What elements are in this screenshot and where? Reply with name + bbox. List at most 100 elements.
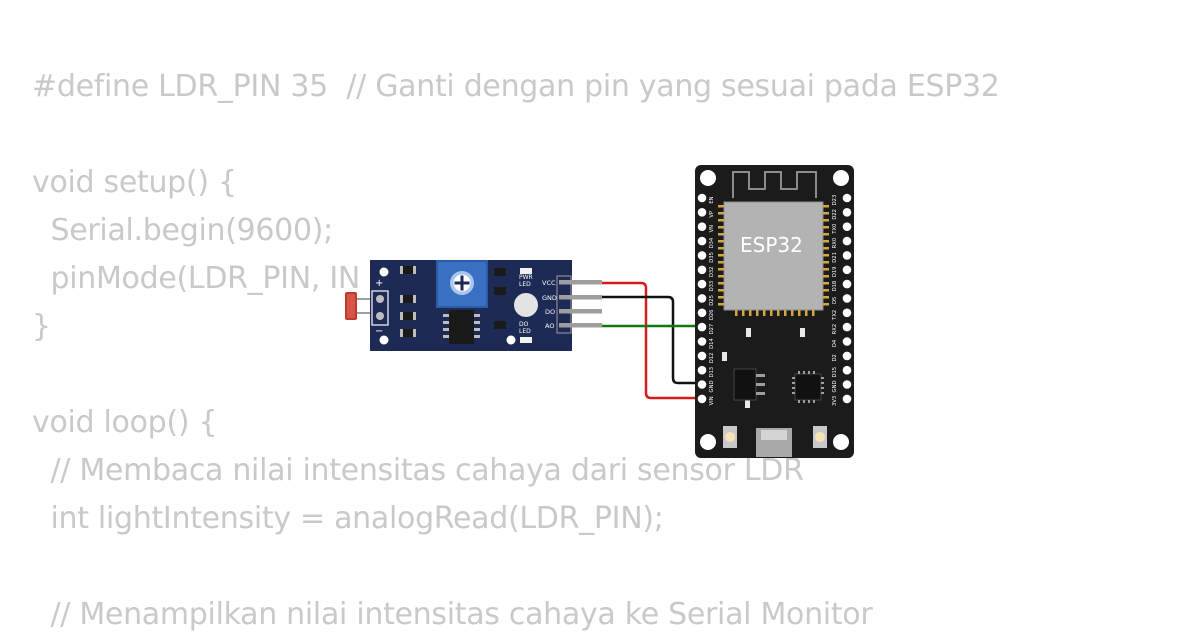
esp32-pin-right-d5[interactable] bbox=[842, 294, 852, 303]
esp32-pin-right-rx0[interactable] bbox=[842, 236, 852, 246]
esp32-pin-left-d33[interactable] bbox=[697, 279, 707, 289]
ldr-terminal bbox=[371, 290, 389, 326]
esp32-pin-label-gnd: GND bbox=[832, 381, 838, 393]
esp32-pin-left-d27[interactable] bbox=[697, 322, 707, 332]
esp32-pin-left-d32[interactable] bbox=[697, 265, 707, 275]
pin-label-do: DO bbox=[545, 308, 555, 316]
esp32-pin-right-d19[interactable] bbox=[842, 265, 852, 275]
esp32-pin-label-d27: D27 bbox=[709, 324, 715, 335]
esp32-pin-left-en[interactable] bbox=[697, 193, 707, 203]
esp32-pin-label-rx0: RX0 bbox=[832, 238, 838, 248]
plus-label: + bbox=[375, 278, 383, 289]
esp32-pin-label-d4: D4 bbox=[832, 339, 838, 347]
esp32-pin-left-d35[interactable] bbox=[697, 251, 707, 260]
esp32-pin-left-vp[interactable] bbox=[697, 208, 707, 217]
pin-label-ao: AO bbox=[545, 322, 554, 330]
comparator-ic bbox=[449, 310, 474, 344]
esp32-pin-label-d18: D18 bbox=[832, 281, 838, 292]
usb-uart-chip bbox=[794, 373, 822, 401]
esp32-pin-right-rx2[interactable] bbox=[842, 322, 852, 332]
code-line-loop: void loop() { bbox=[32, 405, 218, 440]
esp32-pin-label-d2: D2 bbox=[832, 354, 838, 361]
esp32-pin-right-d21[interactable] bbox=[842, 251, 852, 260]
en-button[interactable] bbox=[723, 426, 737, 448]
wire-gnd[interactable] bbox=[602, 295, 700, 385]
esp32-pin-label-vin: VIN bbox=[709, 396, 715, 405]
esp32-pin-label-d34: D34 bbox=[709, 237, 715, 248]
esp32-pin-label-d21: D21 bbox=[832, 252, 838, 263]
esp32-module bbox=[724, 202, 823, 310]
code-line-close-brace: } bbox=[32, 309, 51, 344]
ldr-sensor-module[interactable]: + − PWR L bbox=[345, 260, 602, 351]
esp32-pin-label-d25: D25 bbox=[709, 295, 715, 306]
esp32-pin-left-gnd[interactable] bbox=[697, 380, 707, 389]
esp32-pin-right-tx0[interactable] bbox=[842, 222, 852, 231]
wire-vcc[interactable] bbox=[602, 281, 700, 400]
esp32-right-pin-holes[interactable] bbox=[842, 193, 852, 404]
esp32-pin-label-3v3: 3V3 bbox=[832, 396, 838, 406]
esp32-pin-label-rx2: RX2 bbox=[832, 324, 838, 334]
esp32-pin-label-d15: D15 bbox=[832, 367, 838, 378]
esp32-pin-label-d32: D32 bbox=[709, 266, 715, 277]
esp32-chip-label: ESP32 bbox=[740, 233, 803, 257]
esp32-pin-left-vn[interactable] bbox=[697, 222, 707, 231]
pwr-led-label-2: LED bbox=[519, 281, 531, 288]
esp32-pin-right-d23[interactable] bbox=[842, 193, 852, 203]
boot-button[interactable] bbox=[813, 426, 827, 448]
esp32-pin-label-tx2: TX2 bbox=[832, 310, 838, 321]
esp32-pin-right-d15[interactable] bbox=[842, 365, 852, 375]
esp32-pin-label-d33: D33 bbox=[709, 281, 715, 292]
code-line-comment-print: // Menampilkan nilai intensitas cahaya k… bbox=[32, 597, 873, 632]
esp32-pin-label-d12: D12 bbox=[709, 353, 715, 364]
esp32-pin-left-d25[interactable] bbox=[697, 294, 707, 303]
esp32-left-pin-holes[interactable] bbox=[697, 193, 707, 404]
do-led-label-2: LED bbox=[519, 328, 531, 335]
esp32-pin-label-en: EN bbox=[709, 196, 715, 203]
esp32-pin-right-tx2[interactable] bbox=[842, 308, 852, 318]
esp32-pin-label-d19: D19 bbox=[832, 266, 838, 277]
esp32-pin-left-d14[interactable] bbox=[697, 337, 707, 346]
code-line-setup: void setup() { bbox=[32, 165, 237, 200]
esp32-pin-right-d22[interactable] bbox=[842, 208, 852, 217]
pin-label-gnd: GND bbox=[542, 294, 557, 302]
esp32-pin-left-d13[interactable] bbox=[697, 365, 707, 375]
code-line-analogread: int lightIntensity = analogRead(LDR_PIN)… bbox=[32, 501, 664, 536]
esp32-pin-left-d34[interactable] bbox=[697, 236, 707, 246]
esp32-pin-label-d5: D5 bbox=[832, 297, 838, 304]
esp32-left-pin-labels: ENVPVND34D35D32D33D25D26D27D14D12D13GNDV… bbox=[709, 196, 715, 405]
pwr-led bbox=[520, 268, 532, 274]
pin-label-vcc: VCC bbox=[542, 279, 556, 287]
esp32-board[interactable]: ESP32 bbox=[695, 165, 854, 458]
code-line-define: #define LDR_PIN 35 // Ganti dengan pin y… bbox=[32, 69, 1000, 104]
esp32-pin-left-d26[interactable] bbox=[697, 308, 707, 318]
esp32-pin-label-d23: D23 bbox=[832, 195, 838, 206]
pin-header bbox=[556, 275, 572, 334]
code-line-serial-begin: Serial.begin(9600); bbox=[32, 213, 333, 248]
esp32-pin-right-3v3[interactable] bbox=[842, 394, 852, 404]
esp32-pin-left-d12[interactable] bbox=[697, 351, 707, 361]
minus-label: − bbox=[375, 326, 383, 337]
esp32-pin-right-d2[interactable] bbox=[842, 351, 852, 361]
esp32-pin-right-gnd[interactable] bbox=[842, 380, 852, 389]
do-led bbox=[520, 337, 532, 343]
capacitor bbox=[514, 293, 538, 317]
esp32-pin-label-gnd: GND bbox=[709, 381, 715, 393]
esp32-pin-label-d26: D26 bbox=[709, 309, 715, 320]
esp32-pin-label-vn: VN bbox=[709, 225, 715, 233]
pwr-led-label-1: PWR bbox=[519, 274, 533, 281]
code-line-pinmode: pinMode(LDR_PIN, IN bbox=[32, 261, 361, 296]
esp32-pin-label-d22: D22 bbox=[832, 209, 838, 220]
esp32-pin-right-d4[interactable] bbox=[842, 337, 852, 346]
esp32-pin-left-vin[interactable] bbox=[697, 394, 707, 404]
esp32-pin-label-d35: D35 bbox=[709, 252, 715, 263]
esp32-pin-right-d18[interactable] bbox=[842, 279, 852, 289]
esp32-pin-label-d14: D14 bbox=[709, 338, 715, 349]
esp32-pin-label-tx0: TX0 bbox=[832, 224, 838, 235]
code-line-comment-read: // Membaca nilai intensitas cahaya dari … bbox=[32, 453, 804, 488]
do-led-label-1: DO bbox=[519, 321, 529, 328]
antenna-trace bbox=[732, 171, 817, 198]
voltage-regulator bbox=[733, 368, 757, 401]
